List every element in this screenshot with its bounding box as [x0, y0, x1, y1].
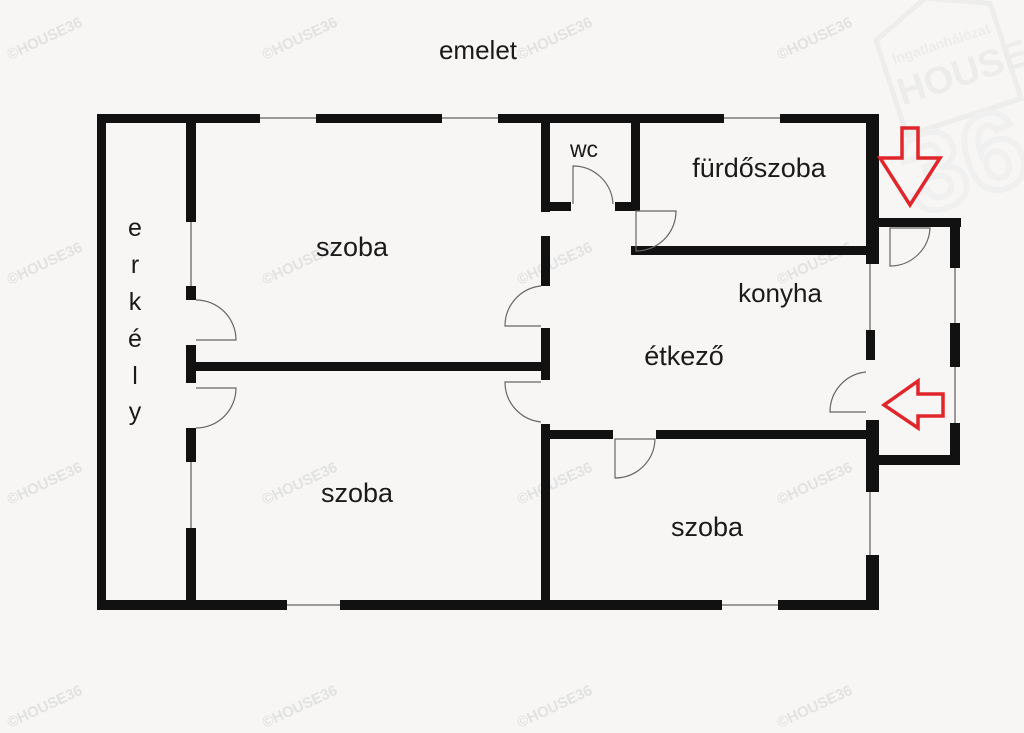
room-label-bottom-right: szoba [671, 512, 744, 542]
svg-text:é: é [128, 325, 142, 353]
svg-text:r: r [131, 251, 139, 279]
watermark-text: ©HOUSE36 [5, 682, 86, 732]
door-swing [572, 165, 614, 205]
door-swing [635, 210, 677, 252]
entry-arrow-down-icon [876, 126, 944, 209]
wall [498, 114, 724, 123]
wall [950, 218, 960, 268]
wall [97, 114, 260, 123]
wall [541, 430, 613, 439]
wall [615, 202, 640, 211]
watermark-text: ©HOUSE36 [775, 682, 856, 732]
watermark-text: ©HOUSE36 [515, 459, 596, 509]
balcony-label: e r k é l y [128, 214, 142, 426]
room-label-dining: étkező [644, 341, 724, 371]
watermark-text: ©HOUSE36 [515, 14, 596, 64]
wall [316, 114, 442, 123]
watermark-text: ©HOUSE36 [5, 239, 86, 289]
watermark-text: ©HOUSE36 [515, 682, 596, 732]
room-label-wc: wc [569, 136, 598, 162]
watermark-text: ©HOUSE36 [5, 459, 86, 509]
door-swing [504, 381, 542, 423]
door-swing [829, 371, 867, 413]
wall [186, 428, 196, 462]
wall [631, 120, 640, 210]
door-swing [504, 285, 542, 327]
wall [866, 218, 961, 227]
wall [866, 114, 879, 264]
room-label-kitchen: konyha [738, 278, 822, 308]
wall [866, 455, 960, 465]
house36-logo: Ingatlanhálózat HOUSE 36 [873, 0, 1024, 242]
wall [186, 362, 550, 371]
wall [541, 202, 571, 211]
watermark-text: ©HOUSE36 [515, 239, 596, 289]
watermark-text: ©HOUSE36 [5, 14, 86, 64]
wall [541, 236, 550, 286]
wall [97, 114, 106, 610]
wall [541, 328, 550, 380]
wall [866, 555, 879, 610]
svg-text:l: l [132, 362, 138, 390]
wall [186, 528, 196, 608]
wall [541, 424, 550, 608]
watermark-text: ©HOUSE36 [775, 459, 856, 509]
wall [950, 423, 960, 465]
wall [866, 330, 875, 360]
svg-text:k: k [129, 288, 142, 316]
door-swing [195, 299, 237, 341]
room-label-bathroom: fürdőszoba [692, 153, 827, 183]
walls [97, 114, 961, 610]
wall [780, 114, 879, 123]
windows [190, 117, 956, 606]
wall [186, 120, 196, 222]
room-label-bottom-left: szoba [321, 478, 394, 508]
wall [656, 430, 876, 439]
floor-title: emelet [439, 35, 518, 65]
doors [195, 165, 931, 479]
wall [778, 600, 879, 610]
watermark-text: ©HOUSE36 [260, 682, 341, 732]
wall [541, 120, 550, 212]
room-label-top-left: szoba [316, 232, 389, 262]
svg-text:y: y [129, 398, 142, 426]
svg-text:e: e [128, 214, 142, 242]
door-swing [195, 387, 237, 429]
watermark-text: ©HOUSE36 [775, 14, 856, 64]
wall [631, 246, 879, 255]
door-swing [889, 227, 931, 267]
wall [950, 323, 960, 367]
wall [186, 286, 196, 300]
wall [340, 600, 722, 610]
entry-arrow-left-icon [880, 377, 945, 432]
door-swing [614, 438, 656, 479]
watermark-text: ©HOUSE36 [260, 14, 341, 64]
